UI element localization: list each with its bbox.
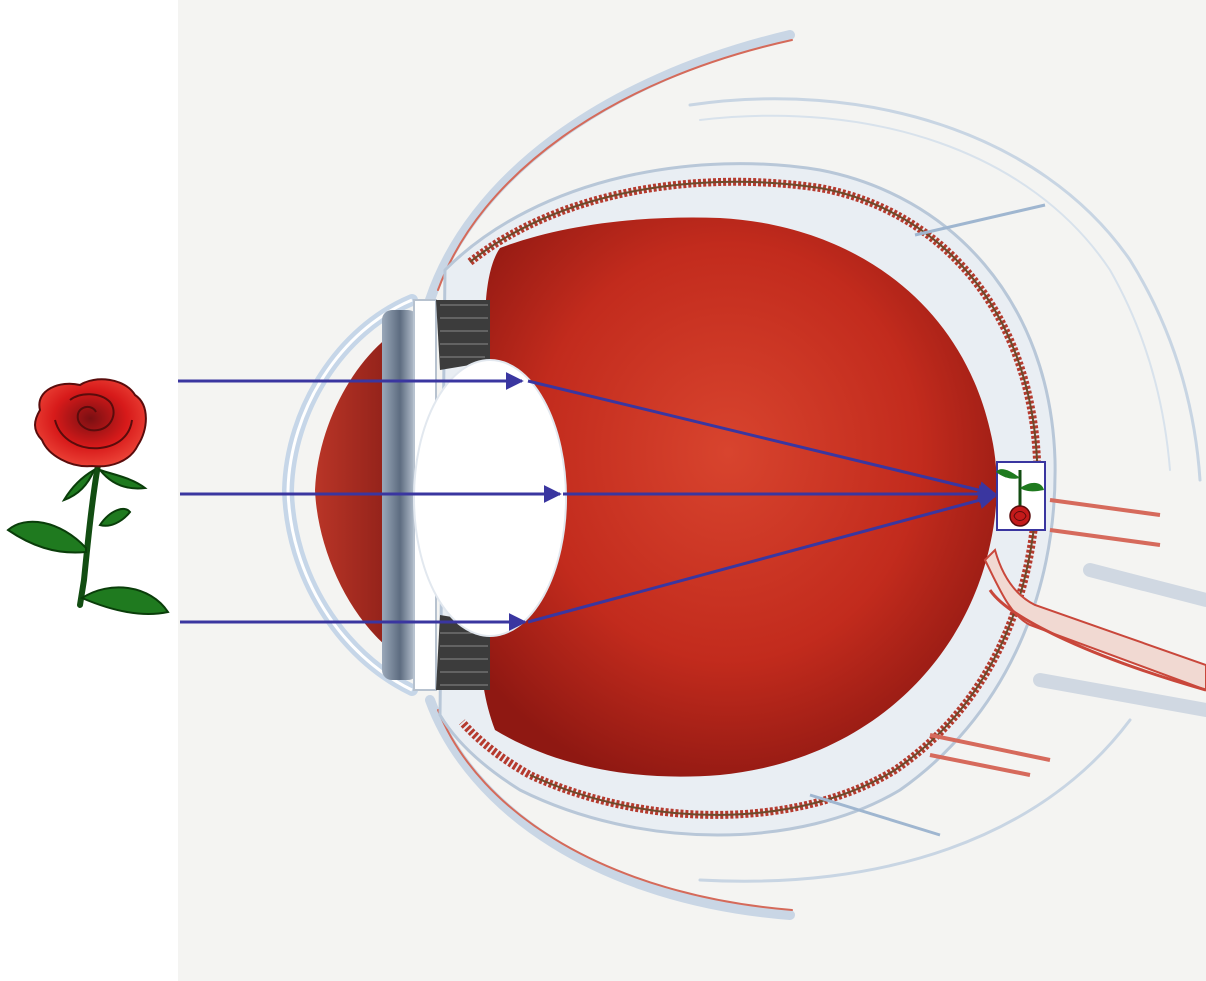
rose-bloom bbox=[35, 379, 146, 466]
retinal-image bbox=[996, 462, 1045, 530]
rose-object bbox=[8, 379, 168, 614]
rose-leaf-left bbox=[8, 522, 86, 553]
ciliary-body-upper bbox=[436, 300, 490, 370]
retinal-image-bloom bbox=[1010, 506, 1030, 526]
rose-leaf-small bbox=[100, 509, 130, 526]
rose-leaf-right bbox=[82, 587, 168, 614]
